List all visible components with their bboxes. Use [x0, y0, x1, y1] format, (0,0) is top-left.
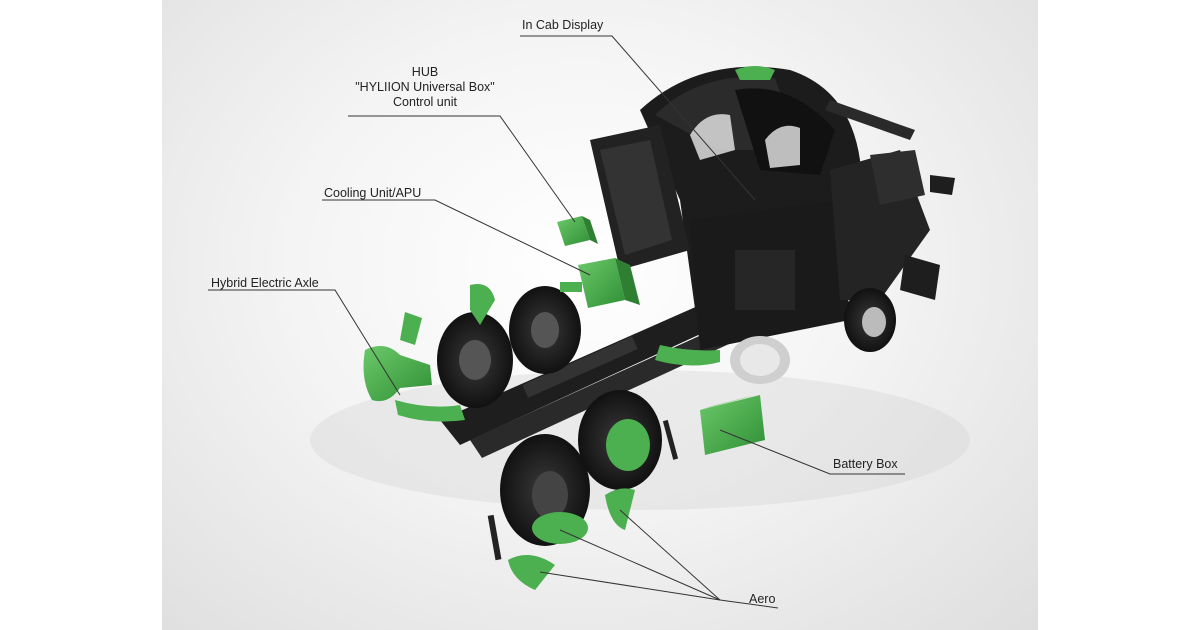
leader-in-cab-display [520, 35, 756, 201]
label-hub-line3: Control unit [393, 95, 457, 109]
rear-tires-back-pair [500, 390, 662, 546]
label-hub-line2: "HYLIION Universal Box" [355, 80, 495, 94]
label-hub-line1: HUB [411, 65, 439, 79]
leader-cooling-unit [322, 199, 591, 276]
label-battery-box: Battery Box [833, 457, 898, 471]
aero-parts [487, 419, 679, 590]
label-aero: Aero [749, 592, 776, 606]
leader-battery-box [719, 429, 905, 475]
rear-tires-front-pair [437, 286, 581, 408]
leader-hub [348, 115, 576, 223]
label-cooling-unit: Cooling Unit/APU [324, 186, 422, 200]
label-in-cab-display: In Cab Display [522, 18, 604, 32]
in-cab-display-part [735, 66, 775, 80]
truck-cab [590, 66, 955, 384]
leader-aero-3 [539, 571, 721, 601]
label-hybrid-axle: Hybrid Electric Axle [211, 276, 319, 290]
battery-box-part [700, 395, 765, 455]
leader-aero-1 [559, 529, 721, 601]
leader-lines [208, 35, 905, 609]
leader-hybrid-axle [208, 289, 401, 396]
leader-aero-base [719, 599, 779, 609]
hybrid-axle-part [363, 284, 720, 422]
leader-aero-2 [619, 509, 721, 601]
cooling-unit-part [560, 258, 640, 308]
label-hub: HUB "HYLIION Universal Box" Control unit [340, 65, 510, 110]
hub-control-unit-part [557, 216, 598, 246]
